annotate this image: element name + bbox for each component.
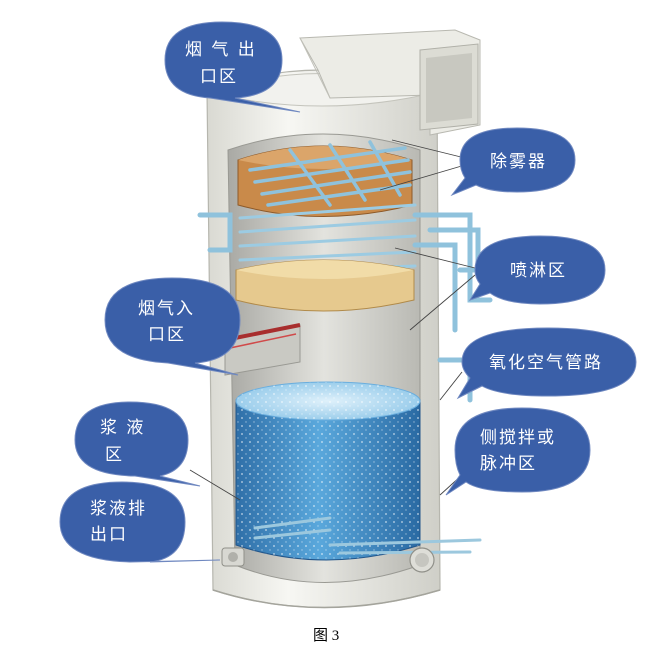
demister-pipes — [248, 140, 412, 207]
outlet-duct — [299, 29, 481, 136]
label-flue-gas-outlet-line1: 烟 气 出 — [185, 40, 257, 60]
label-slurry-outlet-line2: 出口 — [90, 525, 128, 545]
callout-flue-gas-outlet: 烟 气 出 口区 — [164, 21, 301, 113]
label-side-agitator-line1: 侧搅拌或 — [480, 428, 556, 448]
leader-lines — [189, 139, 476, 501]
side-manhole — [409, 547, 435, 573]
label-spray-zone: 喷淋区 — [510, 261, 567, 281]
label-flue-gas-inlet-line1: 烟气入 — [138, 299, 195, 319]
callout-slurry-outlet: 浆液排 出口 — [59, 481, 221, 563]
bottom-agitator — [253, 516, 482, 555]
slurry-pool — [235, 381, 421, 561]
slurry-outlet-nozzle — [221, 547, 245, 567]
figure-caption: 图 3 — [313, 627, 339, 644]
label-slurry-zone-line2: 区 — [105, 445, 124, 465]
label-oxidation-air-pipe: 氧化空气管路 — [489, 353, 603, 373]
label-flue-gas-inlet-line2: 口区 — [148, 325, 186, 345]
tower-bottom-rim — [212, 589, 441, 609]
label-demister: 除雾器 — [490, 152, 547, 172]
label-slurry-outlet-line1: 浆液排 — [90, 499, 147, 519]
callout-demister: 除雾器 — [450, 127, 576, 197]
callout-spray-zone: 喷淋区 — [468, 235, 606, 305]
label-side-agitator-line2: 脉冲区 — [480, 454, 537, 474]
callout-slurry-zone: 浆 液 区 — [74, 401, 201, 487]
tower — [197, 29, 503, 609]
callout-oxidation-air-pipe: 氧化空气管路 — [456, 327, 637, 400]
callout-side-agitator: 侧搅拌或 脉冲区 — [445, 407, 591, 496]
label-flue-gas-outlet-line2: 口区 — [200, 67, 238, 87]
spray-headers — [238, 203, 417, 274]
label-slurry-zone-line1: 浆 液 — [100, 418, 145, 438]
spray-zone-tray — [235, 259, 415, 312]
callout-flue-gas-inlet: 烟气入 口区 — [104, 277, 241, 376]
